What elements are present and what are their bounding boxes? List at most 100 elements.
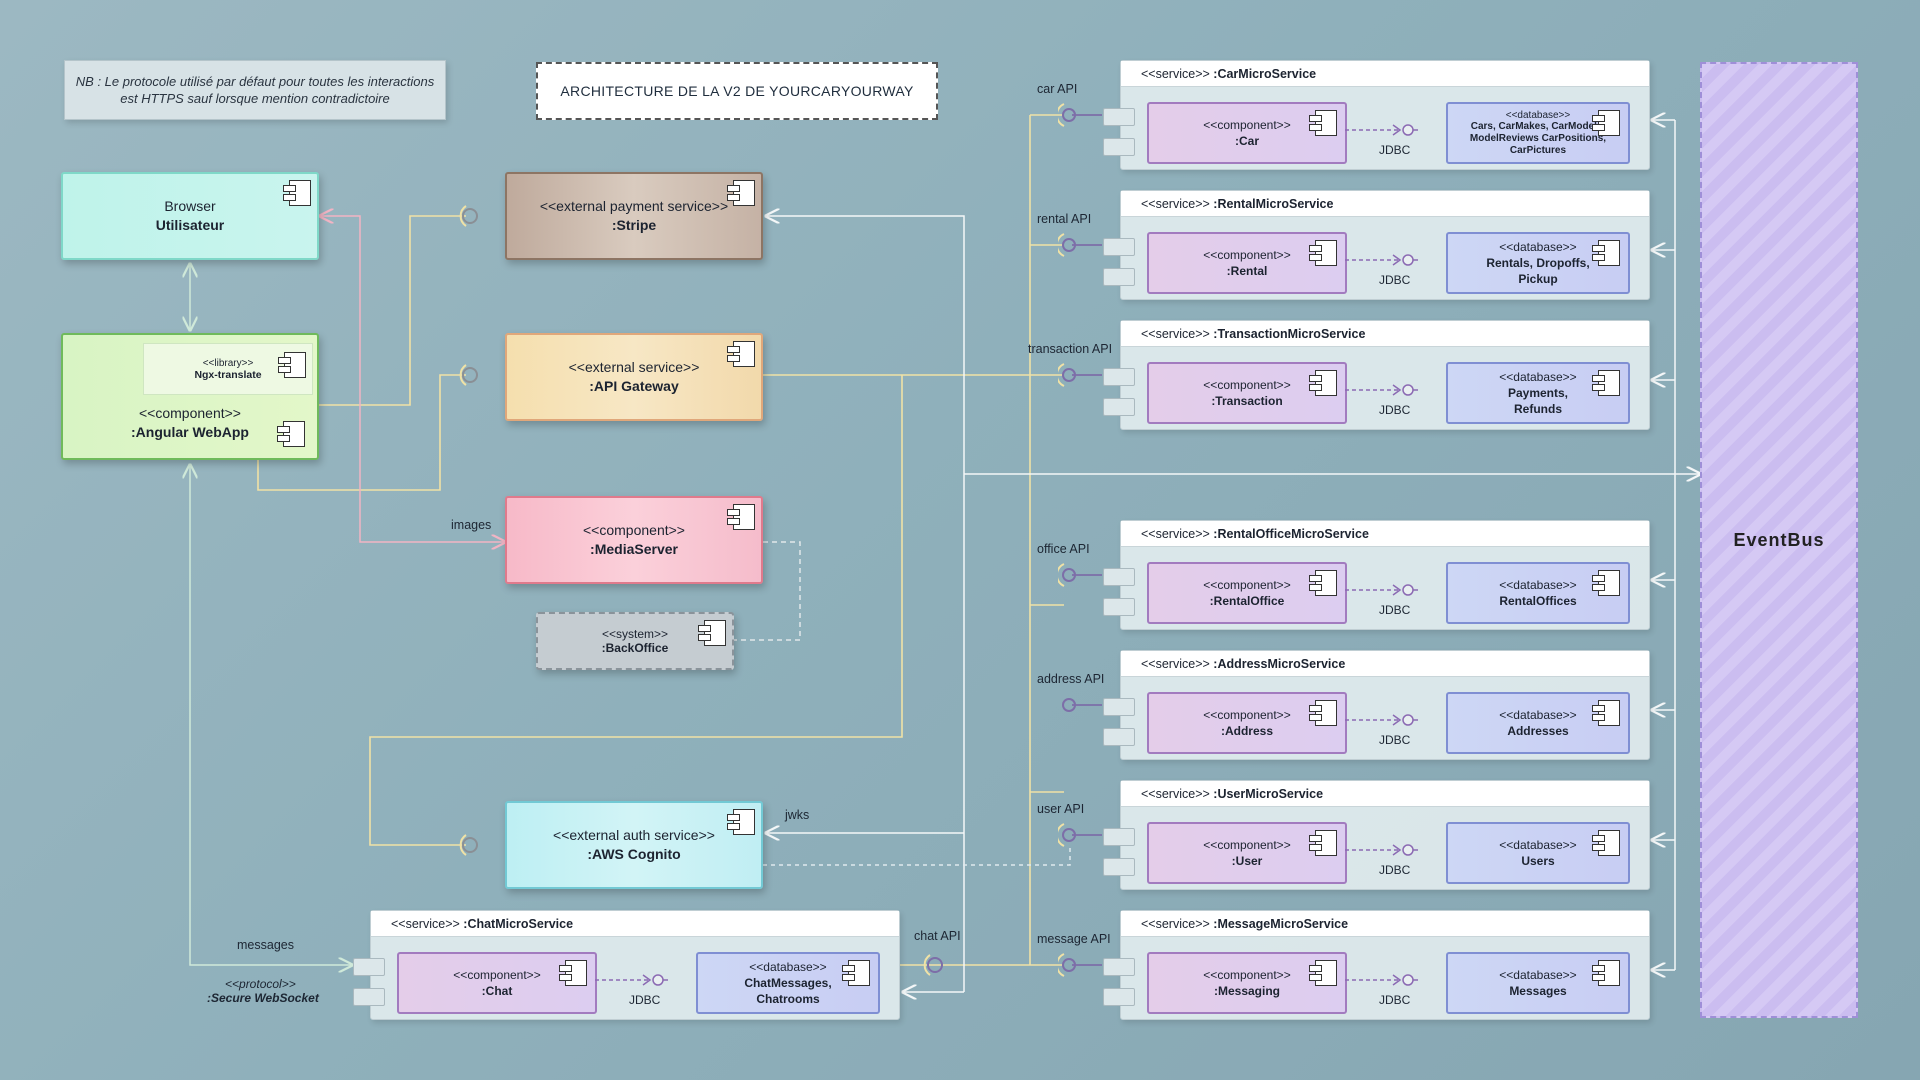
service-component[interactable]: <<component>> :Transaction: [1147, 362, 1347, 424]
microservice[interactable]: <<service>> :RentalMicroService <<compon…: [1103, 190, 1650, 300]
database-stereotype: <<database>>: [1505, 109, 1571, 121]
microservice[interactable]: <<service>> :MessageMicroService <<compo…: [1103, 910, 1650, 1020]
jdbc-label: JDBC: [1379, 603, 1411, 617]
service-stereotype: <<service>>: [1141, 67, 1210, 81]
backoffice-stereotype: <<system>>: [601, 627, 669, 641]
angular-webapp-component[interactable]: <<library>> Ngx-translate <<component>> …: [61, 333, 319, 460]
title-text: ARCHITECTURE DE LA V2 DE YOURCARYOURWAY: [560, 83, 914, 99]
service-name: :RentalOfficeMicroService: [1213, 527, 1369, 541]
component-icon: [1309, 700, 1337, 726]
service-stereotype: <<service>>: [1141, 197, 1210, 211]
chat-api-label: chat API: [914, 929, 961, 943]
port[interactable]: [1103, 568, 1135, 586]
component-name: :Transaction: [1211, 394, 1283, 408]
service-header: <<service>> :TransactionMicroService: [1121, 321, 1649, 347]
port[interactable]: [1103, 138, 1135, 156]
protocol-name: :Secure WebSocket: [207, 991, 319, 1005]
eventbus[interactable]: EventBus: [1700, 62, 1858, 1018]
chat-microservice[interactable]: <<service>> :ChatMicroService <<componen…: [353, 910, 900, 1020]
microservice[interactable]: <<service>> :CarMicroService <<component…: [1103, 60, 1650, 170]
microservice[interactable]: <<service>> :UserMicroService <<componen…: [1103, 780, 1650, 890]
service-database[interactable]: <<database>> Rentals, Dropoffs, Pickup: [1446, 232, 1630, 294]
component-icon: [1309, 110, 1337, 136]
api-label: user API: [1037, 802, 1085, 816]
api-label: car API: [1037, 82, 1078, 96]
service-component[interactable]: <<component>> :Car: [1147, 102, 1347, 164]
service-component[interactable]: <<component>> :Address: [1147, 692, 1347, 754]
service-database[interactable]: <<database>> Messages: [1446, 952, 1630, 1014]
port[interactable]: [1103, 108, 1135, 126]
component-name: :User: [1231, 854, 1263, 868]
service-name: :RentalMicroService: [1213, 197, 1334, 211]
port[interactable]: [1103, 858, 1135, 876]
port[interactable]: [1103, 958, 1135, 976]
port[interactable]: [1103, 398, 1135, 416]
service-database[interactable]: <<database>> Cars, CarMakes, CarModels, …: [1446, 102, 1630, 164]
backoffice-component[interactable]: <<system>> :BackOffice: [536, 612, 734, 670]
database-stereotype: <<database>>: [1499, 578, 1577, 592]
port[interactable]: [1103, 598, 1135, 616]
microservice[interactable]: <<service>> :RentalOfficeMicroService <<…: [1103, 520, 1650, 630]
component-icon: [1592, 240, 1620, 266]
port[interactable]: [1103, 988, 1135, 1006]
service-database[interactable]: <<database>> Users: [1446, 822, 1630, 884]
component-icon: [1309, 370, 1337, 396]
microservice[interactable]: <<service>> :AddressMicroService <<compo…: [1103, 650, 1650, 760]
service-component[interactable]: <<component>> :RentalOffice: [1147, 562, 1347, 624]
database-stereotype: <<database>>: [1499, 708, 1577, 722]
port[interactable]: [1103, 368, 1135, 386]
port[interactable]: [1103, 728, 1135, 746]
service-database[interactable]: <<database>> RentalOffices: [1446, 562, 1630, 624]
database-stereotype: <<database>>: [1499, 240, 1577, 254]
service-name: :CarMicroService: [1213, 67, 1317, 81]
database-name: RentalOffices: [1499, 594, 1577, 608]
jdbc-label: JDBC: [1379, 143, 1411, 157]
component-icon: [1592, 570, 1620, 596]
port[interactable]: [353, 988, 385, 1006]
service-component[interactable]: <<component>> :Messaging: [1147, 952, 1347, 1014]
api-label: message API: [1037, 932, 1111, 946]
service-name: :MessageMicroService: [1213, 917, 1349, 931]
microservice[interactable]: <<service>> :TransactionMicroService <<c…: [1103, 320, 1650, 430]
jdbc-label: JDBC: [1379, 273, 1411, 287]
component-name: :Rental: [1226, 264, 1268, 278]
stripe-component[interactable]: <<external payment service>> :Stripe: [505, 172, 763, 260]
jdbc-connector: [1345, 254, 1418, 266]
api-label: address API: [1037, 672, 1105, 686]
component-stereotype: <<component>>: [1203, 378, 1291, 392]
database-name: Messages: [1509, 984, 1567, 998]
component-icon: [277, 421, 305, 447]
port[interactable]: [1103, 698, 1135, 716]
service-component[interactable]: <<component>> :Rental: [1147, 232, 1347, 294]
service-database[interactable]: <<database>> Payments, Refunds: [1446, 362, 1630, 424]
api-interface-lollipop: [1062, 698, 1102, 712]
database-stereotype: <<database>>: [1499, 968, 1577, 982]
ngx-translate-library[interactable]: <<library>> Ngx-translate: [143, 343, 313, 395]
mediaserver-component[interactable]: <<component>> :MediaServer: [505, 496, 763, 584]
jdbc-connector: [1345, 714, 1418, 726]
component-icon: [1309, 960, 1337, 986]
service-stereotype: <<service>>: [1141, 327, 1210, 341]
jdbc-connector: [1345, 844, 1418, 856]
component-name: :Chat: [481, 984, 513, 998]
api-gateway-component[interactable]: <<external service>> :API Gateway: [505, 333, 763, 421]
port[interactable]: [1103, 828, 1135, 846]
chat-database[interactable]: <<database>> ChatMessages, Chatrooms: [696, 952, 880, 1014]
diagram-title: ARCHITECTURE DE LA V2 DE YOURCARYOURWAY: [536, 62, 938, 120]
service-header: <<service>> :AddressMicroService: [1121, 651, 1649, 677]
chat-component[interactable]: <<component>> :Chat: [397, 952, 597, 1014]
browser-component[interactable]: Browser Utilisateur: [61, 172, 319, 260]
api-interface-lollipop: [1058, 953, 1102, 977]
angular-name: :Angular WebApp: [131, 424, 249, 440]
service-database[interactable]: <<database>> Addresses: [1446, 692, 1630, 754]
jdbc-connector: [1345, 384, 1418, 396]
api-label: transaction API: [1028, 342, 1113, 356]
service-component[interactable]: <<component>> :User: [1147, 822, 1347, 884]
aws-cognito-component[interactable]: <<external auth service>> :AWS Cognito: [505, 801, 763, 889]
cognito-stereotype: <<external auth service>>: [553, 827, 715, 843]
port[interactable]: [1103, 238, 1135, 256]
chat-service-header: <<service>> :ChatMicroService: [371, 911, 899, 937]
port[interactable]: [1103, 268, 1135, 286]
port[interactable]: [353, 958, 385, 976]
